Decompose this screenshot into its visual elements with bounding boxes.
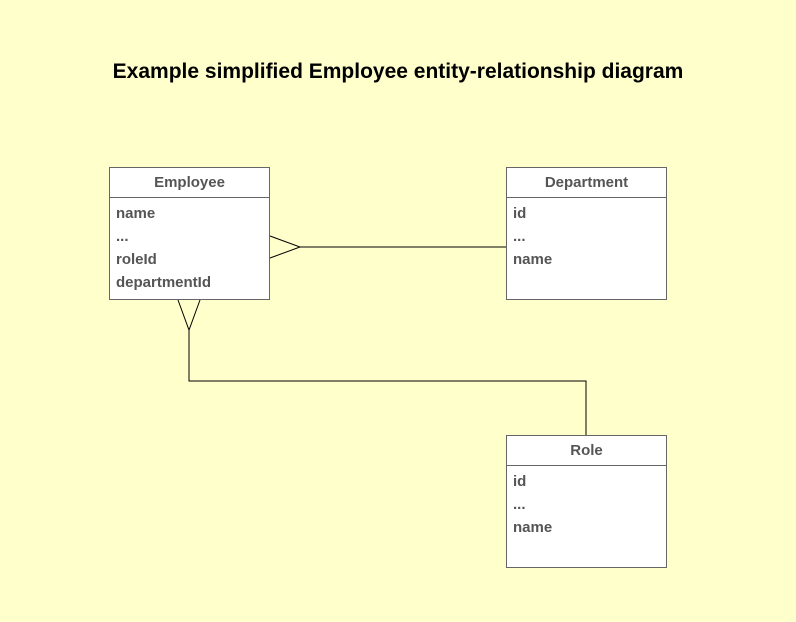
attribute: id (513, 473, 527, 490)
entity-name: Role (507, 436, 666, 466)
department-entity[interactable]: Department id ... name (506, 167, 667, 300)
attribute-list: id ... name (507, 198, 666, 271)
attribute-list: name ... roleId departmentId (110, 198, 269, 294)
attribute: departmentId (116, 274, 212, 291)
attribute: id (513, 205, 527, 222)
attribute: name (513, 519, 553, 536)
attribute: ... (513, 228, 526, 245)
attribute: ... (116, 228, 129, 245)
attribute: ... (513, 496, 526, 513)
entity-name: Department (507, 168, 666, 198)
attribute: name (513, 251, 553, 268)
attribute: roleId (116, 251, 157, 268)
employee-department-relationship (269, 235, 507, 259)
employee-entity[interactable]: Employee name ... roleId departmentId (109, 167, 270, 300)
employee-role-relationship (177, 299, 587, 436)
diagram-title: Example simplified Employee entity-relat… (112, 60, 684, 83)
entity-name: Employee (110, 168, 269, 198)
role-entity[interactable]: Role id ... name (506, 435, 667, 568)
attribute: name (116, 205, 156, 222)
attribute-list: id ... name (507, 466, 666, 539)
